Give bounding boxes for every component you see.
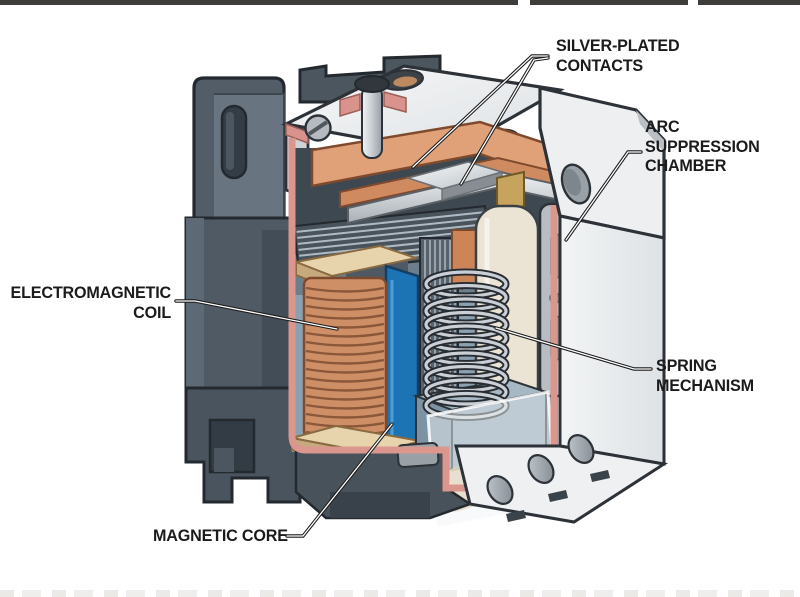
brass-terminal bbox=[496, 170, 525, 215]
label-arc-suppression-chamber: ARC SUPPRESSION CHAMBER bbox=[645, 117, 760, 176]
right-housing bbox=[454, 85, 669, 524]
cover-screw-hole bbox=[380, 69, 424, 91]
leader-arc-chamber bbox=[564, 150, 643, 242]
cut-edge-frame bbox=[288, 138, 558, 492]
label-spring-mechanism: SPRING MECHANISM bbox=[656, 356, 754, 395]
gray-foot bbox=[396, 441, 440, 469]
terminal-screw bbox=[304, 114, 332, 142]
actuator-pin bbox=[361, 85, 383, 159]
coil-spring bbox=[422, 268, 510, 421]
label-magnetic-core: MAGNETIC CORE bbox=[153, 526, 288, 545]
leader-silver-contacts-2 bbox=[459, 56, 550, 186]
cropped-text-artifact-bottom bbox=[0, 590, 800, 597]
cropped-text-artifact-top bbox=[0, 0, 800, 5]
contact-assembly bbox=[304, 75, 611, 225]
cut-edge-cover bbox=[285, 122, 309, 145]
label-silver-plated-contacts: SILVER-PLATED CONTACTS bbox=[556, 36, 680, 75]
electromagnetic-coil bbox=[291, 244, 421, 468]
coil-windings bbox=[302, 276, 388, 440]
leader-electromagnetic-coil bbox=[174, 299, 339, 331]
leader-silver-contacts-1 bbox=[411, 54, 550, 169]
label-electromagnetic-coil: ELECTROMAGNETIC COIL bbox=[10, 283, 172, 322]
terminal-tabs bbox=[506, 470, 610, 522]
terminal-holes bbox=[486, 434, 595, 505]
mounting-bracket bbox=[192, 76, 286, 232]
housing-hole-top bbox=[560, 163, 592, 205]
leader-spring-mechanism bbox=[494, 326, 653, 371]
leader-magnetic-core bbox=[285, 422, 394, 538]
leader-lines bbox=[174, 54, 653, 538]
